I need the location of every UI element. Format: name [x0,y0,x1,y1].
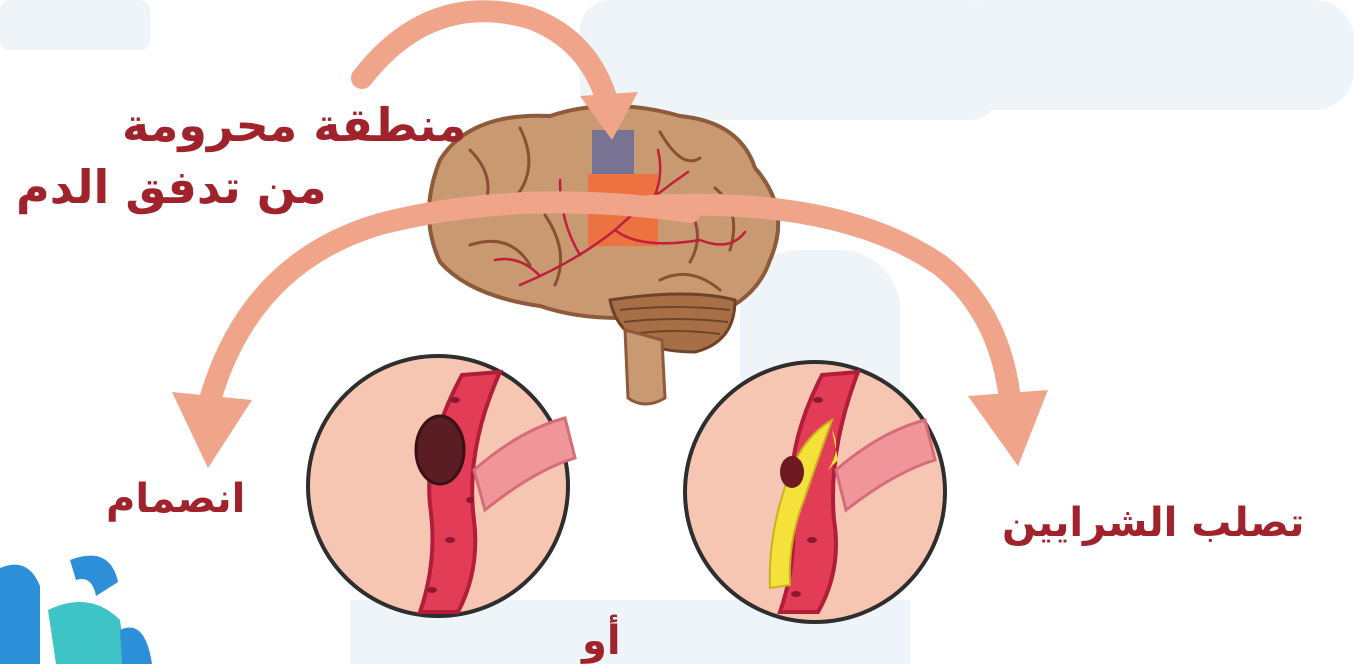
brain-illustration [429,106,778,404]
or-label: أو [582,618,621,664]
arrow-top [362,11,608,104]
embolism-vessel-illustration [308,356,575,616]
deprived-region-label-line2: من تدفق الدم [16,160,327,214]
deprived-region-label-line1: منطقة محرومة [122,98,466,152]
atherosclerosis-label: تصلب الشرايين [1002,500,1304,546]
logo [0,556,152,664]
embolism-label: انصمام [106,476,245,522]
atherosclerosis-vessel-illustration [685,362,945,622]
